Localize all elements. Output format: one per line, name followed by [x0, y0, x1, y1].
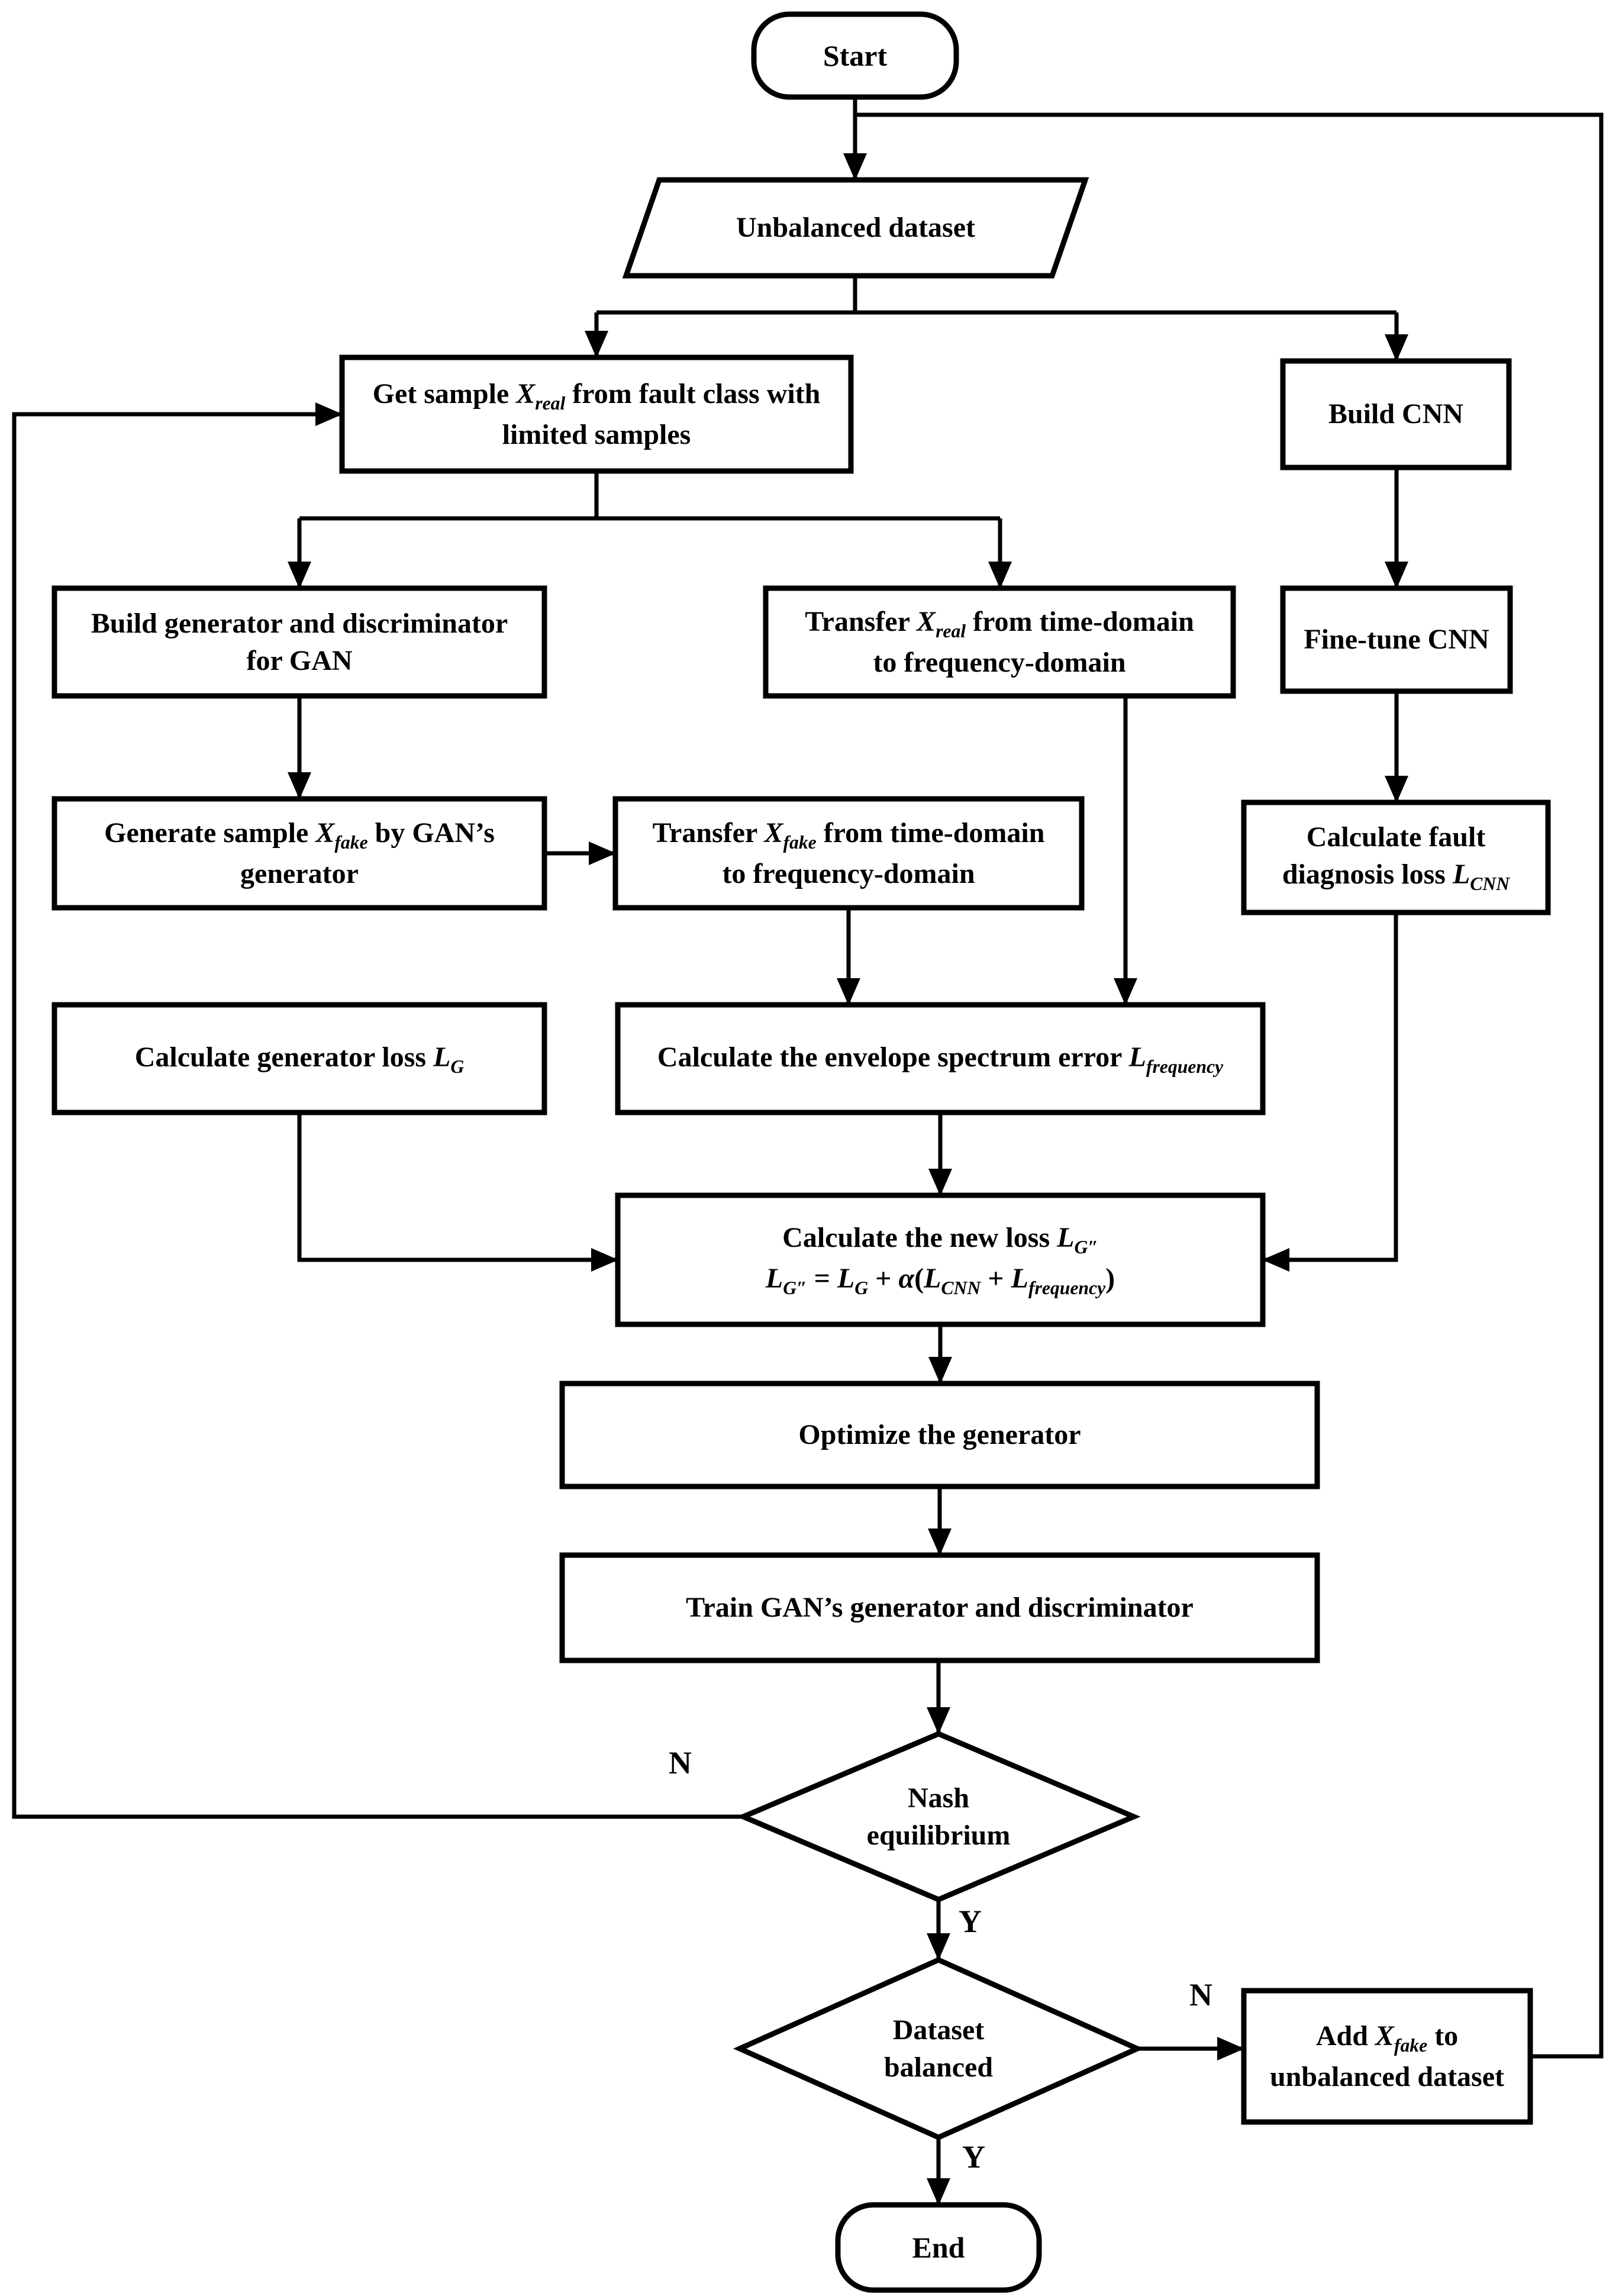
build-gan-shape — [51, 585, 547, 699]
fine-tune-cnn-shape — [1280, 585, 1513, 694]
calc-cnn-loss-shape — [1241, 799, 1551, 915]
edge-addfake-feedback — [855, 112, 1604, 2059]
transfer-real-shape — [763, 585, 1236, 699]
add-fake-shape — [1241, 1988, 1533, 2125]
dataset-balanced-shape — [733, 1957, 1144, 2140]
build-cnn-shape — [1280, 358, 1512, 470]
unbalanced-dataset-shape — [622, 177, 1089, 279]
get-sample-shape — [339, 354, 854, 474]
edge-nash-no-loop — [12, 402, 743, 1819]
optimize-generator-shape — [559, 1381, 1320, 1489]
start-shape — [751, 11, 959, 100]
edge-genloss-to-newloss — [297, 1112, 618, 1272]
calc-gen-loss-shape — [51, 1002, 547, 1115]
nash-equilibrium-shape — [736, 1731, 1141, 1902]
transfer-fake-shape — [612, 796, 1085, 911]
calc-envelope-shape — [615, 1002, 1266, 1115]
end-shape — [835, 2202, 1042, 2293]
calc-new-loss-shape — [615, 1192, 1266, 1327]
generate-fake-shape — [51, 796, 547, 911]
edge-cnnloss-to-newloss — [1262, 912, 1398, 1272]
train-gan-shape — [559, 1552, 1320, 1663]
